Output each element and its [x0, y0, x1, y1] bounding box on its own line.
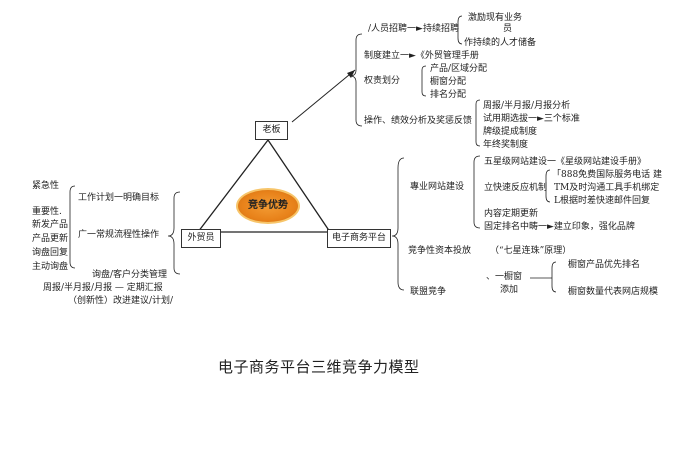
- node-boss: 老板: [255, 121, 288, 140]
- urgency-text: 紧急性: [32, 181, 60, 191]
- recruit-text: /人员招聘一►持续招聘: [368, 24, 459, 34]
- reply-text: 询盘回复: [32, 248, 69, 258]
- update-text: 产品更新: [32, 234, 69, 244]
- incentive-bracket: [457, 15, 463, 45]
- competitive-advantage-ellipse: 竞争优势: [236, 188, 300, 224]
- center-label: 竞争优势: [248, 200, 288, 211]
- talent-text: 作持续的人才储备: [464, 38, 537, 48]
- content-text: 内容定期更新: [484, 209, 539, 219]
- incentive-line1: 激励现有业务: [468, 13, 523, 23]
- boss-bracket: [349, 33, 363, 127]
- node-boss-label: 老板: [262, 125, 281, 135]
- power-text: 权责划分: [364, 76, 401, 86]
- alliance-text: 联盟竞争: [410, 287, 447, 297]
- invest-text: 竞争性资本投放: [408, 246, 472, 256]
- ranking-text: 固定排名中畴一►建立印象，强化品牌: [484, 222, 635, 232]
- priority-text: 橱窗产品优先排名: [568, 260, 641, 270]
- new-product-text: 新发产品: [32, 220, 69, 230]
- node-platform: 电子商务平台: [327, 229, 391, 248]
- classify-text: 询盘/客户分类管理: [92, 270, 168, 280]
- work-plan-text: 工作计划一明确目标: [78, 193, 160, 203]
- platform-bracket: [391, 157, 405, 291]
- op-item-1: 周报/半月报/月报分析: [483, 101, 571, 111]
- power-item-1: 产品/区域分配: [430, 64, 488, 74]
- op-item-3: 牌级提成制度: [483, 127, 538, 137]
- active-text: 主动询盘: [32, 262, 69, 272]
- site-bracket: [473, 155, 481, 229]
- system-text: 制度建立一►《外贸管理手册: [364, 51, 479, 61]
- quick-text: 立快速反应机制: [484, 183, 548, 193]
- trader-bracket: [167, 191, 181, 275]
- power-item-3: 排名分配: [430, 90, 467, 100]
- importance-text: 重要性.: [32, 207, 62, 217]
- op-bracket: [475, 99, 481, 147]
- hotline-text: 「888免费国际服务电话 建: [552, 170, 663, 180]
- boss-branch-line: [291, 69, 356, 123]
- complaint-text: L根据时差快速邮件回复: [554, 196, 650, 206]
- page-title: 电子商务平台三维竞争力模型: [218, 358, 420, 376]
- operation-text: 操作、绩效分析及奖惩反馈: [364, 116, 473, 126]
- incentive-line2: 员: [503, 24, 513, 34]
- add-text: 添加: [500, 285, 519, 295]
- node-platform-label: 电子商务平台: [331, 233, 386, 243]
- site-text: 專业网站建设: [410, 182, 465, 192]
- arrowhead: [347, 70, 355, 78]
- reports-text: 周报/半月报/月报 — 定期汇报: [43, 283, 163, 293]
- op-item-2: 试用期选拔一►三个标准: [483, 114, 580, 124]
- tm-text: TM及时沟通工具手机绑定: [554, 183, 660, 193]
- count-text: 橱窗数量代表网店规模: [568, 287, 659, 297]
- power-bracket: [421, 65, 427, 97]
- node-trader-label: 外贸员: [187, 233, 215, 243]
- node-trader: 外贸员: [181, 229, 221, 248]
- urgency-bracket: [69, 185, 76, 269]
- power-item-2: 橱窗分配: [430, 77, 467, 87]
- routine-text: 广一常规流程性操作: [78, 230, 160, 240]
- triangle-frame: [196, 138, 332, 233]
- seven-star-text: （“七星连珠”原理）: [490, 246, 572, 256]
- showcase-bracket: [551, 261, 557, 293]
- quick-bracket: [545, 169, 551, 203]
- op-item-4: 年终奖制度: [483, 140, 529, 150]
- showcase-text: 、一橱窗: [486, 272, 523, 282]
- innovation-text: （创新性）改进建议/计划/: [68, 296, 174, 306]
- five-star-text: 五星级网站建设一《星级网站建设手册》: [484, 157, 647, 167]
